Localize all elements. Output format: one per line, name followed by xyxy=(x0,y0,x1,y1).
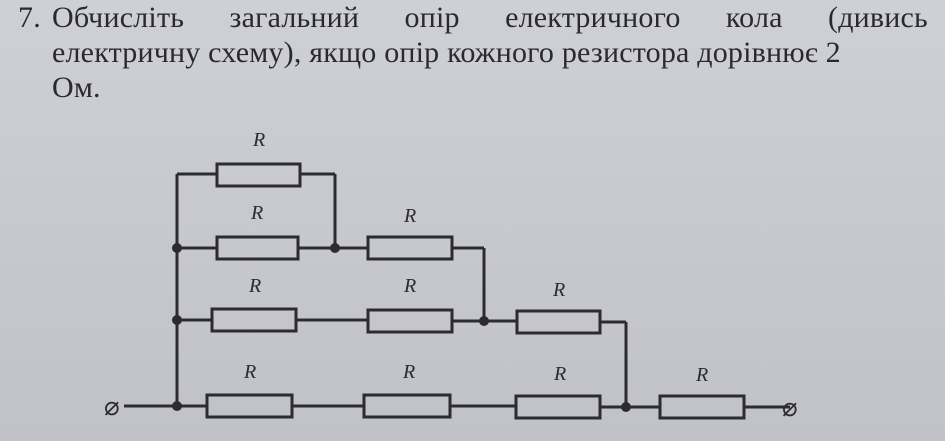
problem-line-2: електричну схему), якщо опір кожного рез… xyxy=(52,36,841,69)
circuit-nodes xyxy=(172,243,631,412)
problem-line-1: 7.Обчисліть загальний опір електричного … xyxy=(18,0,928,35)
resistor-r3 xyxy=(366,235,454,261)
resistor-r2 xyxy=(215,235,300,261)
problem-number: 7. xyxy=(18,1,41,34)
resistor-label-r9: R xyxy=(553,363,566,385)
resistor-r8 xyxy=(362,393,452,419)
resistor-label-r10: R xyxy=(695,364,708,386)
problem-word-2: загальний xyxy=(229,1,360,34)
junction-node-1 xyxy=(172,243,182,253)
problem-word-3: опір xyxy=(404,1,460,34)
problem-text: 7.Обчисліть загальний опір електричного … xyxy=(18,0,928,105)
problem-word-4: електричного xyxy=(505,1,681,34)
problem-number-and-word: 7. Обчисліть xyxy=(18,0,184,35)
junction-node-5 xyxy=(172,401,182,411)
resistor-label-r3: R xyxy=(403,205,416,227)
junction-node-4 xyxy=(479,316,489,326)
resistor-r6 xyxy=(515,309,602,335)
junction-node-2 xyxy=(330,243,340,253)
junction-node-6 xyxy=(621,402,631,412)
resistor-label-r1: R xyxy=(252,129,265,151)
resistor-label-r2: R xyxy=(250,202,263,224)
resistor-label-r4: R xyxy=(248,275,261,297)
resistor-r4 xyxy=(210,307,298,333)
terminal-output: ⌀ xyxy=(782,392,798,422)
terminal-input: ⌀ xyxy=(104,391,120,421)
resistor-label-r8: R xyxy=(402,361,415,383)
resistor-label-r5: R xyxy=(403,275,416,297)
resistor-label-r6: R xyxy=(552,279,565,301)
resistor-r1 xyxy=(215,162,302,188)
problem-line-3: Ом. xyxy=(52,71,101,104)
resistor-label-r7: R xyxy=(243,361,256,383)
junction-node-3 xyxy=(172,315,182,325)
resistor-r7 xyxy=(205,393,294,419)
circuit-resistors xyxy=(205,162,746,420)
resistor-r10 xyxy=(658,394,746,420)
problem-word-5: кола xyxy=(725,1,783,34)
circuit-labels: R R R R R R R R R R xyxy=(243,129,708,386)
problem-word-1: Обчисліть xyxy=(52,1,185,34)
resistor-r5 xyxy=(366,308,454,334)
resistor-r9 xyxy=(514,394,602,420)
problem-word-6: (дивись xyxy=(828,1,928,34)
circuit-wires xyxy=(124,172,790,409)
circuit-terminals: ⌀ ⌀ xyxy=(104,391,798,422)
